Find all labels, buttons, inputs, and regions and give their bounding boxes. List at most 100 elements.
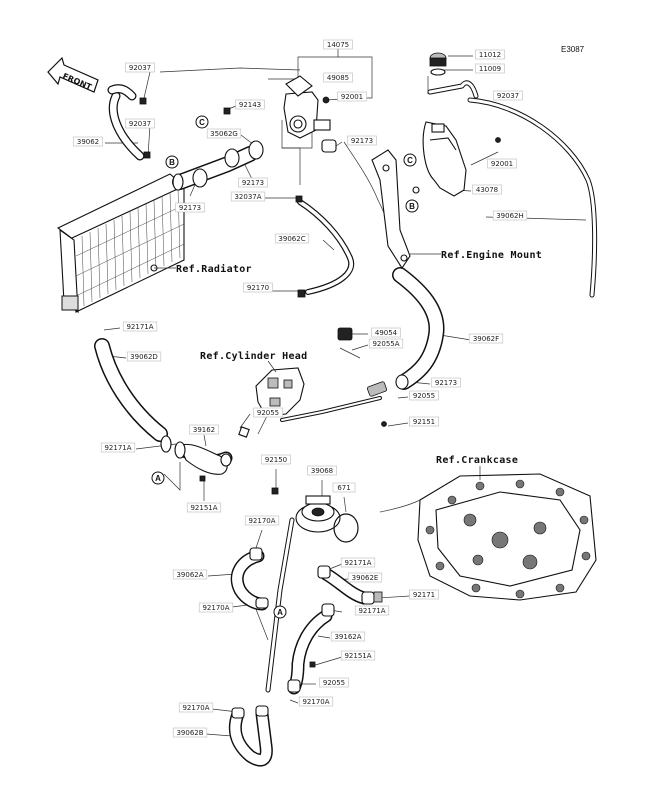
- part-number: 92055: [257, 409, 279, 417]
- part-number: 39162: [193, 426, 215, 434]
- part-label: 92150: [261, 454, 291, 465]
- part-label-box: [475, 63, 505, 74]
- part-label-box: [323, 39, 353, 50]
- part-number: 39062A: [176, 571, 203, 579]
- thermostat-housing: [283, 75, 331, 139]
- part-number: 92037: [497, 92, 519, 100]
- part-label-box: [122, 321, 158, 332]
- svg-text:B: B: [169, 158, 175, 167]
- part-label: 11012: [475, 49, 505, 60]
- ref-cylinder-head: Ref.Cylinder Head: [200, 350, 307, 362]
- part-number: 92171A: [344, 559, 371, 567]
- part-label: 92055: [319, 677, 349, 688]
- part-number: 92151A: [190, 504, 217, 512]
- marker-a-2: A: [273, 605, 287, 619]
- part-label-box: [347, 135, 377, 146]
- part-label: 92055: [409, 390, 439, 401]
- part-number: 39062E: [352, 574, 379, 582]
- part-number: 92150: [265, 456, 287, 464]
- part-label-box: [206, 128, 242, 139]
- part-label-box: [307, 465, 337, 476]
- ref-crankcase: Ref.Crankcase: [436, 455, 518, 466]
- part-number: 39062B: [176, 729, 203, 737]
- part-label-box: [261, 454, 291, 465]
- part-number: 43078: [476, 186, 498, 194]
- part-label-box: [492, 210, 528, 221]
- part-number: 92170A: [182, 704, 209, 712]
- part-label: 92001: [337, 91, 367, 102]
- part-number: 39062D: [130, 353, 158, 361]
- part-number: 49085: [327, 74, 349, 82]
- part-number: 39068: [311, 467, 333, 475]
- part-label-box: [472, 184, 502, 195]
- svg-text:A: A: [277, 608, 283, 617]
- part-label: 11009: [475, 63, 505, 74]
- part-number: 92055: [323, 679, 345, 687]
- part-label: 671: [332, 482, 356, 493]
- part-label: 92143: [235, 99, 265, 110]
- part-number: 32037A: [234, 193, 261, 201]
- engine-mount-bracket: [371, 149, 411, 270]
- part-label: 39062E: [347, 572, 383, 583]
- part-label: 92037: [125, 62, 155, 73]
- part-number: 92001: [341, 93, 363, 101]
- svg-text:C: C: [199, 118, 205, 127]
- cylinder-head-fitting: [255, 367, 305, 417]
- part-label: 39068: [307, 465, 337, 476]
- part-label: 92170A: [198, 602, 234, 613]
- part-number: 92171A: [126, 323, 153, 331]
- part-label-box: [487, 158, 517, 169]
- part-number: 92001: [491, 160, 513, 168]
- part-number: 92170A: [302, 698, 329, 706]
- part-number: 92171: [413, 591, 435, 599]
- front-arrow-icon: FRONT: [47, 56, 99, 93]
- part-number: 92173: [351, 137, 373, 145]
- part-label: 35062G: [206, 128, 242, 139]
- part-label-box: [73, 136, 103, 147]
- part-label-box: [235, 99, 265, 110]
- part-number: 92173: [179, 204, 201, 212]
- part-label-box: [475, 49, 505, 60]
- part-label: 92173: [238, 177, 268, 188]
- part-label-box: [409, 589, 439, 600]
- part-label-box: [340, 557, 376, 568]
- part-label-box: [337, 91, 367, 102]
- part-label-box: [409, 416, 439, 427]
- part-number: 92173: [242, 179, 264, 187]
- part-number: 92037: [129, 120, 151, 128]
- reservoir-tank: [412, 52, 501, 197]
- part-label: 39162A: [330, 631, 366, 642]
- part-number: 92037: [129, 64, 151, 72]
- part-label-box: [274, 233, 310, 244]
- svg-text:B: B: [409, 202, 415, 211]
- part-label-box: [186, 502, 222, 513]
- part-label-box: [332, 482, 356, 493]
- part-label-box: [125, 62, 155, 73]
- part-label-box: [368, 338, 404, 349]
- part-number: 92170A: [202, 604, 229, 612]
- part-label: 92170: [243, 282, 273, 293]
- part-number: 39062: [77, 138, 99, 146]
- part-number: 92170A: [248, 517, 275, 525]
- part-label-box: [354, 605, 390, 616]
- part-label: 92173: [175, 202, 205, 213]
- part-label-box: [330, 631, 366, 642]
- marker-a-1: A: [151, 471, 165, 485]
- hose-clamps-top: [139, 97, 337, 298]
- part-label: 92151A: [186, 502, 222, 513]
- part-label: 92171A: [340, 557, 376, 568]
- part-label-box: [319, 677, 349, 688]
- part-label: 32037A: [230, 191, 266, 202]
- part-label: 92171A: [100, 442, 136, 453]
- part-number: 49054: [375, 329, 398, 337]
- marker-b-1: B: [165, 155, 179, 169]
- svg-text:A: A: [155, 474, 161, 483]
- part-label: 92037: [125, 118, 155, 129]
- part-number: 92151: [413, 418, 435, 426]
- diagram-code: E3087: [561, 45, 585, 54]
- part-label-box: [468, 333, 504, 344]
- part-label: 39062B: [172, 727, 208, 738]
- part-label: 39062D: [126, 351, 162, 362]
- part-label: 92171A: [354, 605, 390, 616]
- part-label-box: [198, 602, 234, 613]
